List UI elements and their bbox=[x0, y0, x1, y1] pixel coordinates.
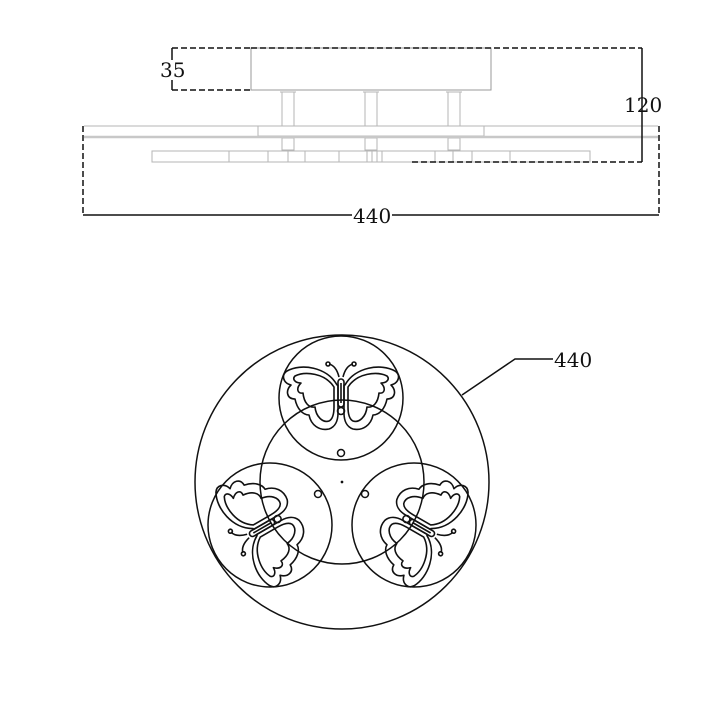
butterfly-bottom-left-icon bbox=[205, 459, 324, 595]
butterfly-bottom-right-icon bbox=[360, 459, 479, 595]
dimension-label-440-diameter: 440 bbox=[553, 348, 594, 372]
outer-circle bbox=[194, 334, 490, 630]
shade-bottom-right-circle bbox=[351, 462, 477, 588]
canopy bbox=[250, 47, 492, 91]
support-posts bbox=[280, 91, 462, 151]
dimension-label-120: 120 bbox=[624, 93, 663, 117]
shade-bottom-left-circle bbox=[207, 462, 333, 588]
mount-hole bbox=[360, 489, 370, 499]
side-view bbox=[82, 47, 660, 216]
dimension-label-35: 35 bbox=[159, 58, 187, 82]
center-plate-circle bbox=[259, 399, 425, 565]
mount-hole bbox=[336, 448, 346, 458]
shade-plate bbox=[151, 150, 591, 163]
dimension-440-side bbox=[82, 126, 660, 216]
center-point bbox=[340, 480, 344, 484]
top-view bbox=[194, 334, 553, 630]
mount-hole bbox=[313, 489, 323, 499]
diameter-leader bbox=[461, 358, 553, 396]
dimension-label-440-side: 440 bbox=[352, 204, 393, 228]
shade-top-circle bbox=[278, 335, 404, 461]
main-plate bbox=[84, 125, 658, 139]
dimension-120 bbox=[251, 47, 643, 163]
butterfly-top-icon bbox=[282, 361, 400, 431]
